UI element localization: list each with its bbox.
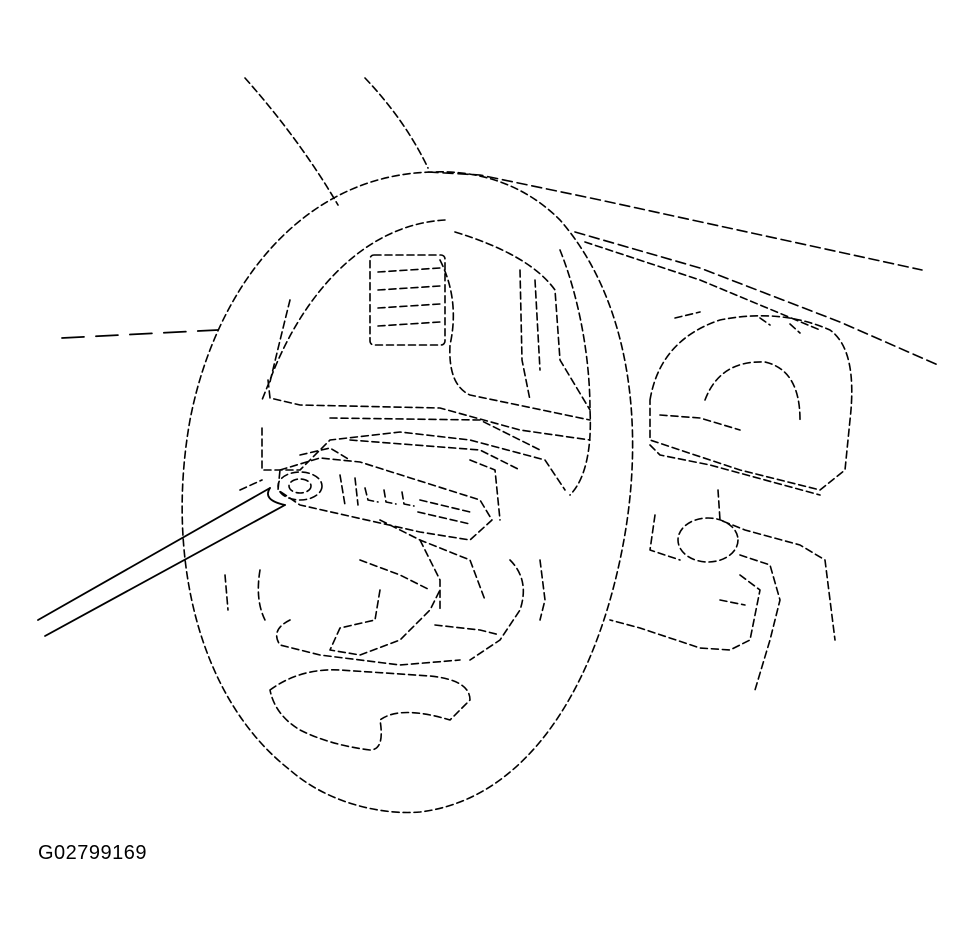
steering-wheel-hub <box>267 231 591 441</box>
dashboard-top-edge <box>427 171 939 366</box>
steering-column <box>609 489 836 691</box>
pry-tool <box>37 447 493 637</box>
dashboard-left-edge <box>61 329 219 339</box>
steering-wheel-rim-outer <box>181 171 634 814</box>
windshield-pillar <box>244 77 429 206</box>
instrument-cluster <box>649 311 853 496</box>
steering-wheel-rim-inner <box>261 219 592 496</box>
figure-reference-code: G02799169 <box>38 842 148 864</box>
airbag-module <box>224 417 566 751</box>
